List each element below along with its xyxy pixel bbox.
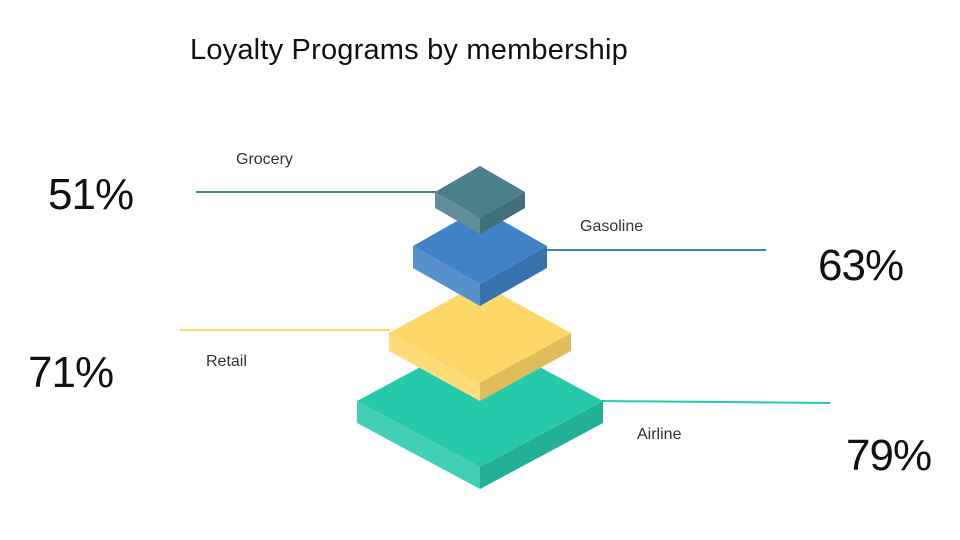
chart-title: Loyalty Programs by membership	[190, 34, 628, 66]
tier-top-face-retail	[389, 283, 571, 383]
value-label-airline: 79%	[846, 431, 932, 480]
tier-right-face-airline	[480, 401, 603, 489]
category-label-gasoline: Gasoline	[580, 218, 644, 235]
tier-right-face-gasoline	[480, 246, 547, 306]
value-label-gasoline: 63%	[818, 241, 904, 290]
value-label-grocery: 51%	[48, 170, 134, 219]
tier-top-face-gasoline	[413, 208, 547, 284]
tier-left-face-airline	[357, 401, 480, 489]
leader-line-airline	[599, 400, 831, 404]
tier-left-face-grocery	[435, 192, 480, 234]
category-label-retail: Retail	[206, 353, 247, 370]
category-label-grocery: Grocery	[236, 151, 293, 168]
category-label-airline: Airline	[637, 426, 682, 443]
value-label-retail: 71%	[28, 348, 114, 397]
tier-left-face-gasoline	[413, 246, 480, 306]
tier-right-face-retail	[480, 333, 571, 401]
tier-left-face-retail	[389, 333, 480, 401]
tier-right-face-grocery	[480, 192, 525, 234]
tier-top-face-grocery	[435, 166, 525, 218]
